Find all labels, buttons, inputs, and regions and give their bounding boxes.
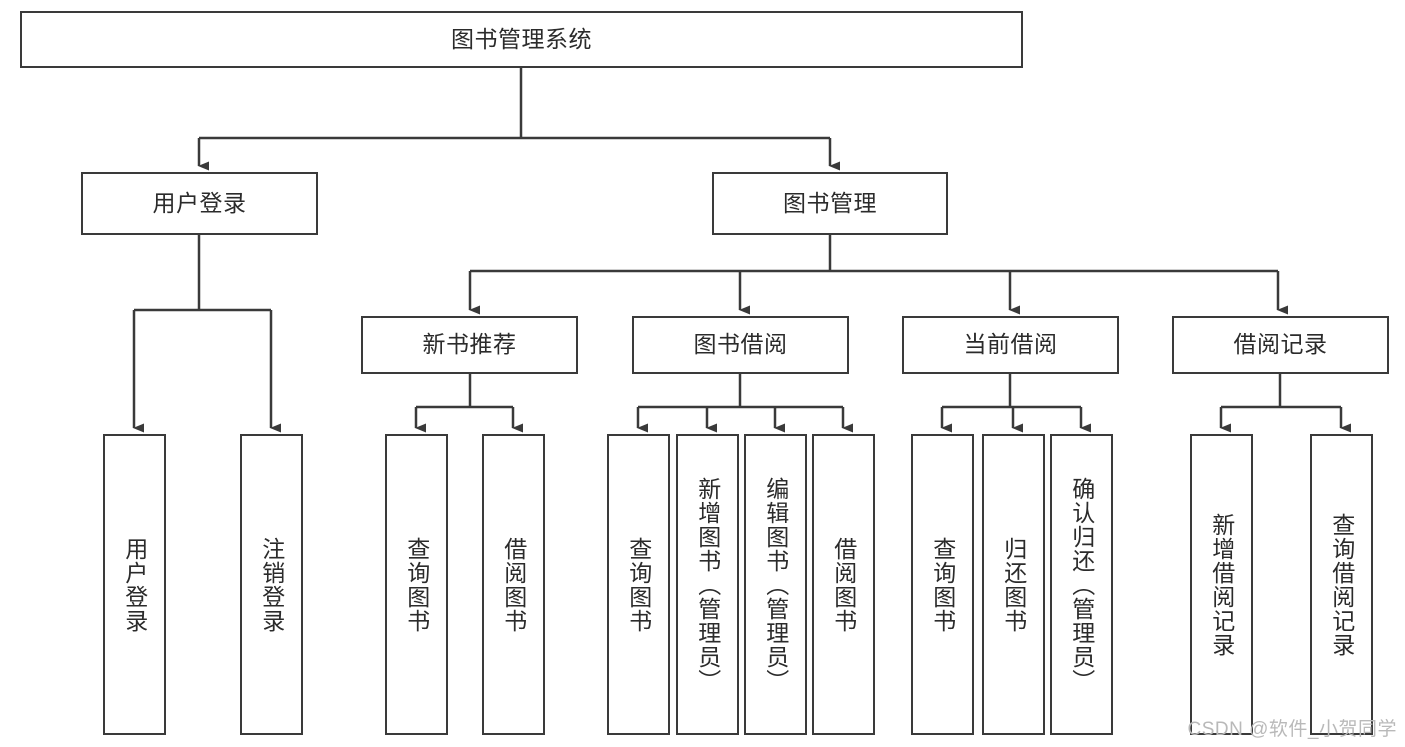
csdn-watermark: CSDN @软件_小贺同学 [1187,719,1397,740]
leaf-query-book-recommend[interactable]: 查询图书 [385,434,448,735]
leaf-user-login[interactable]: 用户登录 [103,434,166,735]
leaf-add-book-admin[interactable]: 新增图书（管理员） [676,434,739,735]
leaf-borrow-book-recommend[interactable]: 借阅图书 [482,434,545,735]
leaf-query-borrow-record[interactable]: 查询借阅记录 [1310,434,1373,735]
leaf-query-book-current[interactable]: 查询图书 [911,434,974,735]
leaf-label: 归还图书 [1000,536,1027,633]
leaf-label: 查询图书 [625,536,652,633]
leaf-label: 借阅图书 [500,536,527,633]
leaf-label: 新增借阅记录 [1208,512,1235,657]
node-book-manage[interactable]: 图书管理 [712,172,948,235]
leaf-label: 查询借阅记录 [1328,512,1355,657]
leaf-label: 注销登录 [258,536,285,633]
leaf-confirm-return-admin[interactable]: 确认归还（管理员） [1050,434,1113,735]
node-book-borrow[interactable]: 图书借阅 [632,316,849,374]
leaf-query-book-borrow[interactable]: 查询图书 [607,434,670,735]
node-current-borrow[interactable]: 当前借阅 [902,316,1119,374]
leaf-label: 查询图书 [403,536,430,633]
leaf-label: 编辑图书（管理员） [762,476,789,693]
leaf-edit-book-admin[interactable]: 编辑图书（管理员） [744,434,807,735]
leaf-label: 确认归还（管理员） [1068,476,1095,693]
leaf-label: 新增图书（管理员） [694,476,721,693]
leaf-borrow-book[interactable]: 借阅图书 [812,434,875,735]
node-user-login[interactable]: 用户登录 [81,172,318,235]
leaf-logout-login[interactable]: 注销登录 [240,434,303,735]
leaf-label: 用户登录 [121,536,148,633]
leaf-add-borrow-record[interactable]: 新增借阅记录 [1190,434,1253,735]
leaf-label: 查询图书 [929,536,956,633]
node-new-book-recommend[interactable]: 新书推荐 [361,316,578,374]
node-root[interactable]: 图书管理系统 [20,11,1023,68]
leaf-label: 借阅图书 [830,536,857,633]
leaf-return-book[interactable]: 归还图书 [982,434,1045,735]
node-borrow-record[interactable]: 借阅记录 [1172,316,1389,374]
